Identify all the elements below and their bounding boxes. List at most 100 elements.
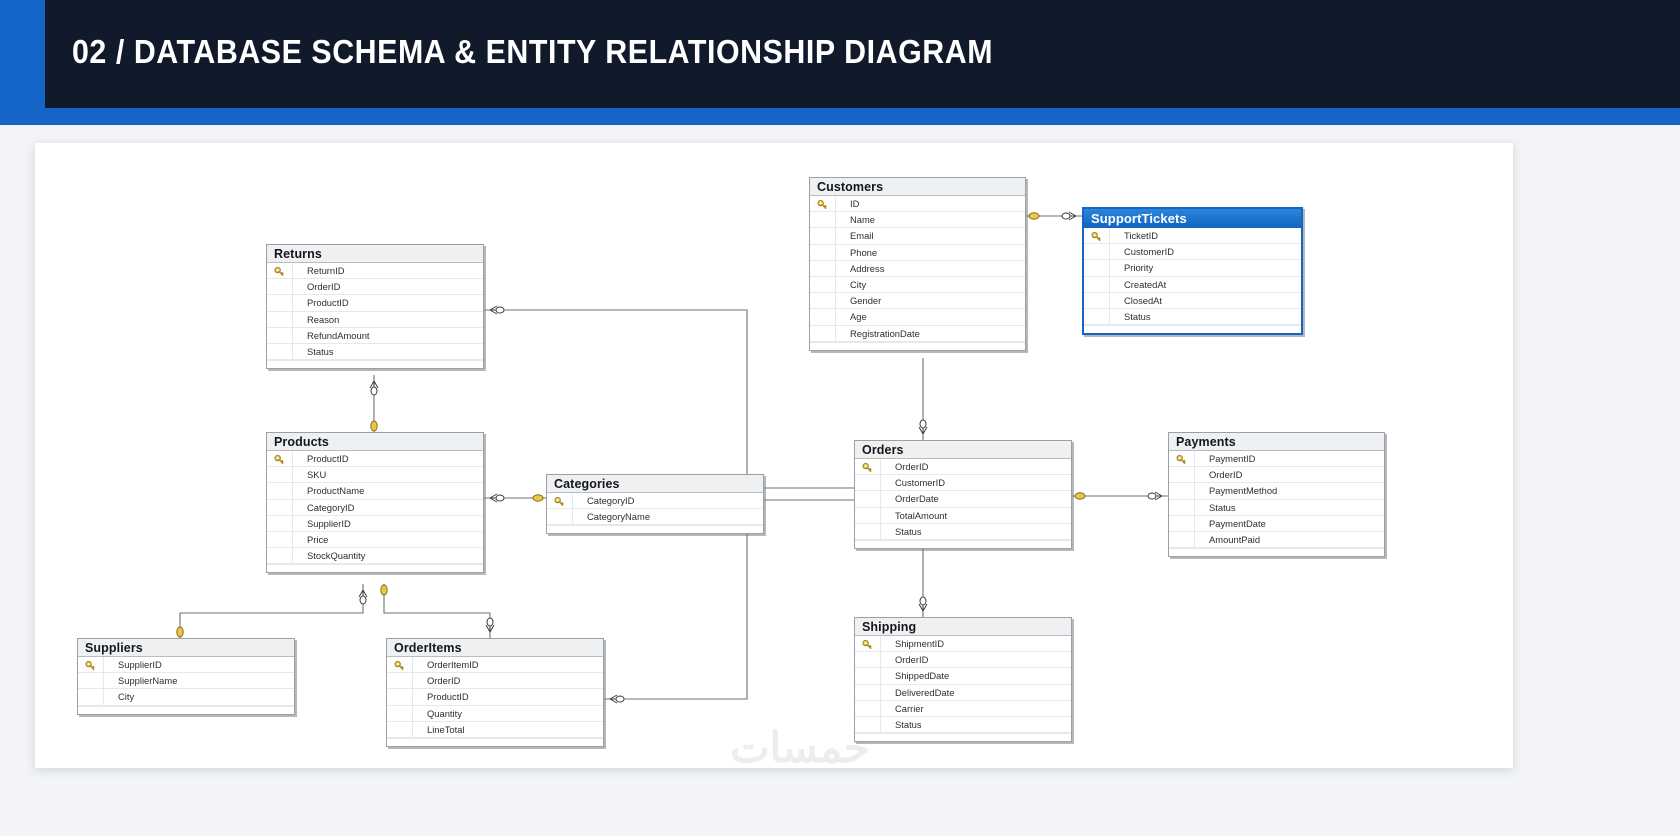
field-gutter [267,467,293,483]
field-row[interactable]: ProductID [387,689,603,706]
field-row[interactable]: SupplierName [78,673,294,690]
field-gutter [810,228,836,244]
field-row[interactable]: City [78,689,294,706]
field-row[interactable]: SupplierID [267,515,483,532]
field-gutter [1084,276,1110,292]
field-label: TicketID [1124,230,1159,241]
field-label: Status [307,345,334,357]
field-row[interactable]: SupplierID [78,657,294,674]
field-row[interactable]: Priority [1084,260,1301,277]
field-row[interactable]: ShippedDate [855,668,1071,685]
field-gutter [855,668,881,684]
field-row[interactable]: TicketID [1084,228,1301,245]
field-row[interactable]: Gender [810,293,1025,310]
field-row[interactable]: ClosedAt [1084,292,1301,309]
field-row[interactable]: Quantity [387,705,603,722]
field-label: CreatedAt [1124,278,1167,290]
entity-title: Suppliers [78,639,294,657]
field-row[interactable]: RefundAmount [267,327,483,344]
field-row[interactable]: AmountPaid [1169,531,1384,549]
field-row[interactable]: RegistrationDate [810,325,1025,342]
field-gutter [1084,260,1110,276]
field-row[interactable]: ProductID [267,295,483,312]
field-row[interactable]: Status [855,523,1071,540]
field-row[interactable]: OrderID [267,279,483,296]
field-row[interactable]: TotalAmount [855,507,1071,524]
field-row[interactable]: ProductID [267,451,483,468]
field-row[interactable]: Age [810,309,1025,326]
field-row[interactable]: StockQuantity [267,548,483,565]
field-row[interactable]: Status [855,716,1071,734]
field-row[interactable]: CreatedAt [1084,276,1301,293]
field-gutter [1169,483,1195,499]
field-row[interactable]: CategoryName [547,509,763,526]
field-row[interactable]: PaymentID [1169,451,1384,468]
field-gutter [267,279,293,295]
field-label: ReturnID [307,265,345,276]
field-label: CategoryID [587,495,635,506]
field-label: ShippedDate [895,670,950,682]
field-row[interactable]: Price [267,531,483,549]
field-row[interactable]: Status [267,343,483,361]
field-gutter [810,260,836,276]
entity-footer-pad [855,733,1071,741]
entity-title: Products [267,433,483,451]
field-row[interactable]: OrderID [387,673,603,690]
field-row[interactable]: ShipmentID [855,636,1071,653]
field-gutter [387,705,413,721]
field-row[interactable]: Address [810,260,1025,277]
field-label: Carrier [895,702,924,714]
field-label: Status [895,718,922,730]
field-row[interactable]: CategoryID [547,493,763,510]
field-gutter [547,493,573,509]
field-gutter [855,523,881,539]
field-row[interactable]: Email [810,228,1025,245]
field-gutter [855,507,881,523]
field-row[interactable]: DeliveredDate [855,684,1071,701]
field-row[interactable]: CategoryID [267,499,483,516]
field-label: CustomerID [1124,246,1175,258]
field-row[interactable]: SKU [267,467,483,484]
field-row[interactable]: Status [1169,499,1384,516]
field-row[interactable]: PaymentDate [1169,515,1384,532]
field-label: OrderDate [895,493,939,505]
entity-title: Categories [547,475,763,493]
entity-footer-pad [267,360,483,368]
field-row[interactable]: OrderID [855,652,1071,669]
field-row[interactable]: Name [810,212,1025,229]
field-row[interactable]: OrderID [1169,467,1384,484]
field-row[interactable]: Status [1084,308,1301,326]
field-row[interactable]: OrderID [855,459,1071,476]
field-row[interactable]: OrderItemID [387,657,603,674]
field-gutter [1084,228,1110,244]
field-row[interactable]: CustomerID [1084,244,1301,261]
field-row[interactable]: PaymentMethod [1169,483,1384,500]
field-row[interactable]: ID [810,196,1025,213]
diagram-canvas: خمسات [35,143,1513,768]
field-row[interactable]: Reason [267,311,483,328]
field-row[interactable]: ProductName [267,483,483,500]
field-row[interactable]: OrderDate [855,491,1071,508]
field-row[interactable]: CustomerID [855,475,1071,492]
field-row[interactable]: ReturnID [267,263,483,280]
field-gutter [1169,451,1195,467]
field-label: City [850,278,867,290]
field-row[interactable]: LineTotal [387,721,603,738]
diagram-surface[interactable]: خمسات [35,143,1513,768]
field-row[interactable]: City [810,276,1025,294]
field-row[interactable]: Carrier [855,700,1071,717]
primary-key-icon [862,639,873,650]
field-row[interactable]: Phone [810,244,1025,261]
